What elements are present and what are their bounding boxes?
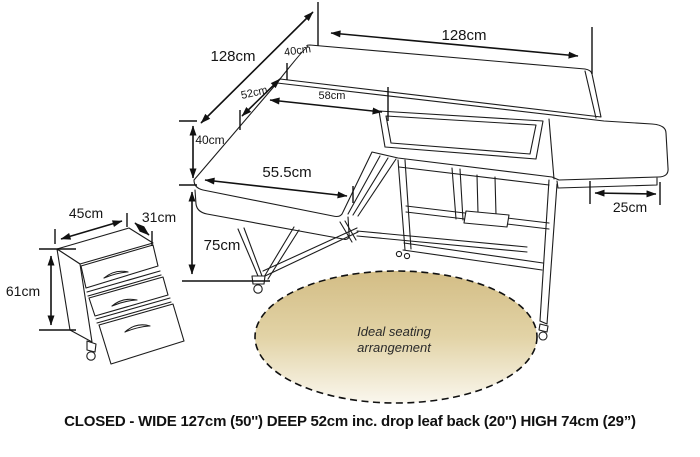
right-caster-wheel — [538, 331, 548, 341]
sewing-platform-outer — [378, 110, 544, 160]
seating-oval-group: Ideal seating arrangement — [254, 270, 538, 404]
closed-dimensions-caption: CLOSED - WIDE 127cm (50'') DEEP 52cm inc… — [64, 413, 636, 430]
caddy-drawer-2 — [88, 276, 169, 317]
dim-arrow-25 — [594, 189, 657, 198]
back-drop-leaf-right-edge — [584, 70, 597, 119]
lift-foot — [463, 210, 510, 228]
dim-arrow-diagonal-128 — [200, 11, 314, 124]
caddy-caster-wheel — [86, 351, 96, 361]
cabinet-apron — [398, 166, 550, 186]
cabinet-divider — [451, 167, 457, 220]
seating-oval — [254, 270, 538, 404]
caddy-side — [56, 248, 93, 343]
left-caster-bracket — [251, 275, 266, 285]
hinge-rib-2 — [352, 157, 389, 216]
left-leg — [237, 226, 359, 294]
dim-arrow-55-5 — [204, 177, 348, 199]
dim-label-back-leaf-40: 40cm — [283, 43, 311, 59]
dim-label-55-5: 55.5cm — [262, 164, 311, 181]
dim-arrow-31 — [134, 222, 150, 236]
dim-label-31: 31cm — [142, 209, 176, 225]
caddy-caster-bracket — [86, 340, 97, 353]
dim-arrow-45 — [60, 220, 123, 240]
hinge-rib-3 — [357, 158, 397, 217]
seating-label-line1: Ideal seating — [357, 324, 431, 339]
dim-arrow-58 — [269, 97, 383, 115]
front-caster-2 — [403, 252, 411, 260]
caddy-handle-1 — [103, 270, 129, 279]
left-apron-rib-1 — [339, 221, 353, 243]
caddy-drawer-3 — [98, 303, 185, 365]
dim-label-top-128: 128cm — [441, 27, 486, 44]
dim-label-45: 45cm — [69, 205, 103, 221]
caddy-handle-2 — [111, 298, 138, 307]
seating-label-line2: arrangement — [357, 340, 432, 355]
cabinet-low-shelf — [356, 230, 528, 248]
right-panel — [539, 179, 550, 322]
diagram-canvas: Ideal seating arrangement — [6, 2, 669, 404]
front-caster-1 — [395, 250, 403, 258]
dim-arrow-52 — [241, 78, 281, 117]
right-leaf-fold-line — [548, 118, 555, 180]
right-caster-bracket — [538, 323, 549, 333]
sewing-platform-inner — [385, 115, 537, 155]
hinge-rib-1 — [347, 155, 381, 215]
dim-label-52: 52cm — [240, 84, 269, 102]
dim-arrow-top-128 — [330, 30, 579, 59]
dim-label-75: 75cm — [204, 237, 241, 254]
dim-label-front-leaf-40: 40cm — [195, 133, 224, 147]
caddy-drawing — [56, 227, 185, 365]
dim-label-58: 58cm — [319, 90, 346, 102]
cabinet-frame — [356, 159, 558, 341]
caddy-drawer-1 — [80, 244, 159, 289]
dimensions: 128cm 40cm 52cm 40cm 58cm 128cm 55.5cm 7… — [6, 2, 661, 331]
dim-label-diagonal-128: 128cm — [210, 48, 255, 65]
caddy-handle-3 — [124, 324, 151, 333]
cabinet-base — [403, 242, 544, 264]
dim-label-25: 25cm — [613, 199, 647, 215]
dim-label-61: 61cm — [6, 283, 40, 299]
left-caster-wheel — [253, 284, 263, 294]
lift-column — [476, 174, 479, 214]
